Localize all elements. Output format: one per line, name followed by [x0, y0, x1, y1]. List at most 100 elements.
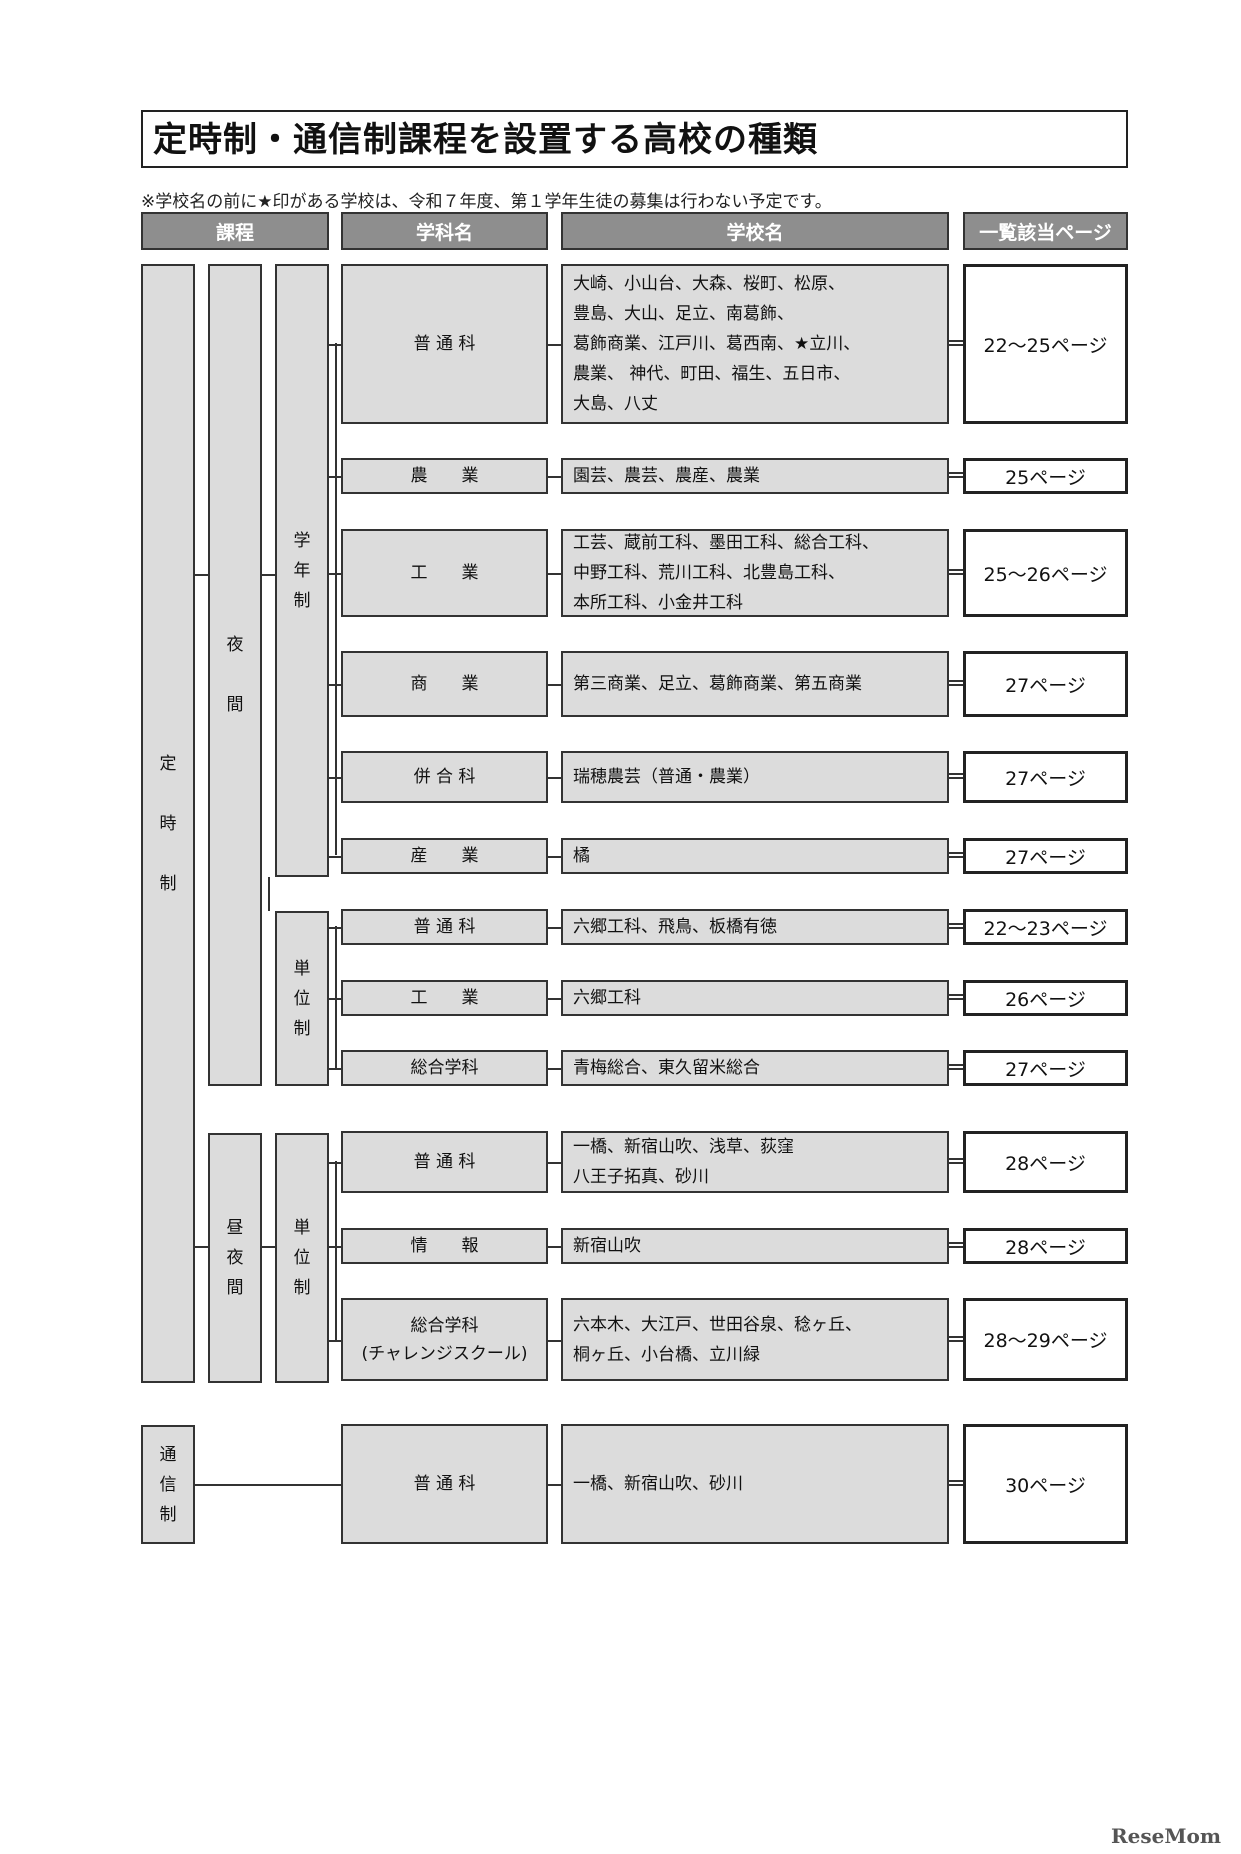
school-list: 新宿山吹	[561, 1228, 949, 1264]
page-reference: 28ページ	[963, 1228, 1128, 1264]
school-list: 六本木、大江戸、世田谷泉、稔ヶ丘、桐ヶ丘、小台橋、立川緑	[561, 1298, 949, 1381]
school-list: 橘	[561, 838, 949, 874]
school-list: 工芸、蔵前工科、墨田工科、総合工科、中野工科、荒川工科、北豊島工科、本所工科、小…	[561, 529, 949, 617]
page-reference: 30ページ	[963, 1424, 1128, 1544]
double-connector	[949, 569, 963, 575]
department-cell: 情 報	[341, 1228, 548, 1264]
connector-line	[329, 856, 341, 858]
school-line: 豊島、大山、足立、南葛飾、	[573, 304, 794, 324]
school-line: 一橋、新宿山吹、砂川	[573, 1474, 743, 1494]
connector-line	[195, 1246, 208, 1248]
school-list: 六郷工科	[561, 980, 949, 1016]
double-connector	[949, 852, 963, 858]
school-line: 農業、 神代、町田、福生、五日市、	[573, 364, 851, 384]
department-cell: 商 業	[341, 651, 548, 717]
school-line: 一橋、新宿山吹、浅草、荻窪	[573, 1137, 794, 1157]
school-line: 本所工科、小金井工科	[573, 593, 743, 613]
connector-line	[548, 684, 561, 686]
watermark-logo: ReseMom	[1111, 1824, 1221, 1848]
school-list: 瑞穂農芸（普通・農業）	[561, 751, 949, 803]
school-line: 大崎、小山台、大森、桜町、松原、	[573, 274, 845, 294]
note-text: ※学校名の前に★印がある学校は、令和７年度、第１学年生徒の募集は行わない予定です…	[141, 192, 832, 212]
school-line: 第三商業、足立、葛飾商業、第五商業	[573, 674, 862, 694]
page-reference: 22～23ページ	[963, 909, 1128, 945]
connector-line	[548, 1068, 561, 1070]
school-line: 園芸、農芸、農産、農業	[573, 466, 760, 486]
school-line: 瑞穂農芸（普通・農業）	[573, 767, 760, 787]
connector-line	[268, 877, 270, 911]
double-connector	[949, 340, 963, 346]
school-list: 青梅総合、東久留米総合	[561, 1050, 949, 1086]
connector-line	[262, 574, 275, 576]
department-cell: 普 通 科	[341, 1131, 548, 1193]
page-reference: 22～25ページ	[963, 264, 1128, 424]
department-cell: 工 業	[341, 980, 548, 1016]
connector-line	[548, 1484, 561, 1486]
double-connector	[949, 1480, 963, 1486]
connector-line	[548, 1246, 561, 1248]
school-line: 八王子拓真、砂川	[573, 1167, 709, 1187]
connector-line	[548, 1162, 561, 1164]
connector-line	[195, 1484, 341, 1486]
connector-line	[548, 998, 561, 1000]
department-cell: 併 合 科	[341, 751, 548, 803]
school-list: 大崎、小山台、大森、桜町、松原、豊島、大山、足立、南葛飾、葛飾商業、江戸川、葛西…	[561, 264, 949, 424]
school-list: 園芸、農芸、農産、農業	[561, 458, 949, 494]
double-connector	[949, 773, 963, 779]
school-line: 桐ヶ丘、小台橋、立川緑	[573, 1344, 760, 1365]
school-list: 一橋、新宿山吹、浅草、荻窪八王子拓真、砂川	[561, 1131, 949, 1193]
department-cell: 農 業	[341, 458, 548, 494]
connector-line	[329, 1068, 341, 1070]
page-reference: 28ページ	[963, 1131, 1128, 1193]
double-connector	[949, 1064, 963, 1070]
header-course: 課程	[141, 212, 329, 250]
course-taniisei-chuyakan: 単 位 制	[275, 1133, 329, 1383]
page-reference: 27ページ	[963, 838, 1128, 874]
course-yakan: 夜 間	[208, 264, 262, 1086]
department-cell: 普 通 科	[341, 909, 548, 945]
connector-line	[548, 1340, 561, 1342]
connector-line	[262, 1246, 275, 1248]
connector-line	[195, 574, 208, 576]
school-list: 第三商業、足立、葛飾商業、第五商業	[561, 651, 949, 717]
connector-line	[335, 926, 337, 1068]
connector-line	[548, 927, 561, 929]
connector-line	[548, 573, 561, 575]
course-teijisei: 定 時 制	[141, 264, 195, 1383]
department-cell: 普 通 科	[341, 264, 548, 424]
course-chuyakan: 昼 夜 間	[208, 1133, 262, 1383]
connector-line	[335, 343, 337, 855]
page-reference: 25ページ	[963, 458, 1128, 494]
school-list: 一橋、新宿山吹、砂川	[561, 1424, 949, 1544]
double-connector	[949, 1242, 963, 1248]
school-line: 六本木、大江戸、世田谷泉、稔ヶ丘、	[573, 1314, 862, 1335]
department-cell: 産 業	[341, 838, 548, 874]
connector-line	[329, 1340, 341, 1342]
school-line: 六郷工科	[573, 988, 641, 1008]
school-line: 大島、八丈	[573, 394, 658, 414]
page-reference: 25～26ページ	[963, 529, 1128, 617]
school-line: 葛飾商業、江戸川、葛西南、★立川、	[573, 334, 861, 354]
department-cell: 普 通 科	[341, 1424, 548, 1544]
page-reference: 27ページ	[963, 1050, 1128, 1086]
page-title: 定時制・通信制課程を設置する高校の種類	[141, 110, 1128, 168]
page-reference: 27ページ	[963, 651, 1128, 717]
school-line: 青梅総合、東久留米総合	[573, 1058, 760, 1078]
department-cell: 工 業	[341, 529, 548, 617]
double-connector	[949, 472, 963, 478]
double-connector	[949, 923, 963, 929]
course-tsushinsei: 通 信 制	[141, 1425, 195, 1544]
double-connector	[949, 1158, 963, 1164]
connector-line	[548, 344, 561, 346]
double-connector	[949, 994, 963, 1000]
department-cell: 総合学科 (チャレンジスクール)	[341, 1298, 548, 1381]
school-line: 中野工科、荒川工科、北豊島工科、	[573, 563, 845, 583]
course-gakunensei: 学 年 制	[275, 264, 329, 877]
school-line: 新宿山吹	[573, 1236, 641, 1256]
double-connector	[949, 1336, 963, 1342]
connector-line	[335, 1161, 337, 1341]
school-line: 橘	[573, 846, 590, 866]
connector-line	[548, 476, 561, 478]
page-reference: 28～29ページ	[963, 1298, 1128, 1381]
double-connector	[949, 680, 963, 686]
